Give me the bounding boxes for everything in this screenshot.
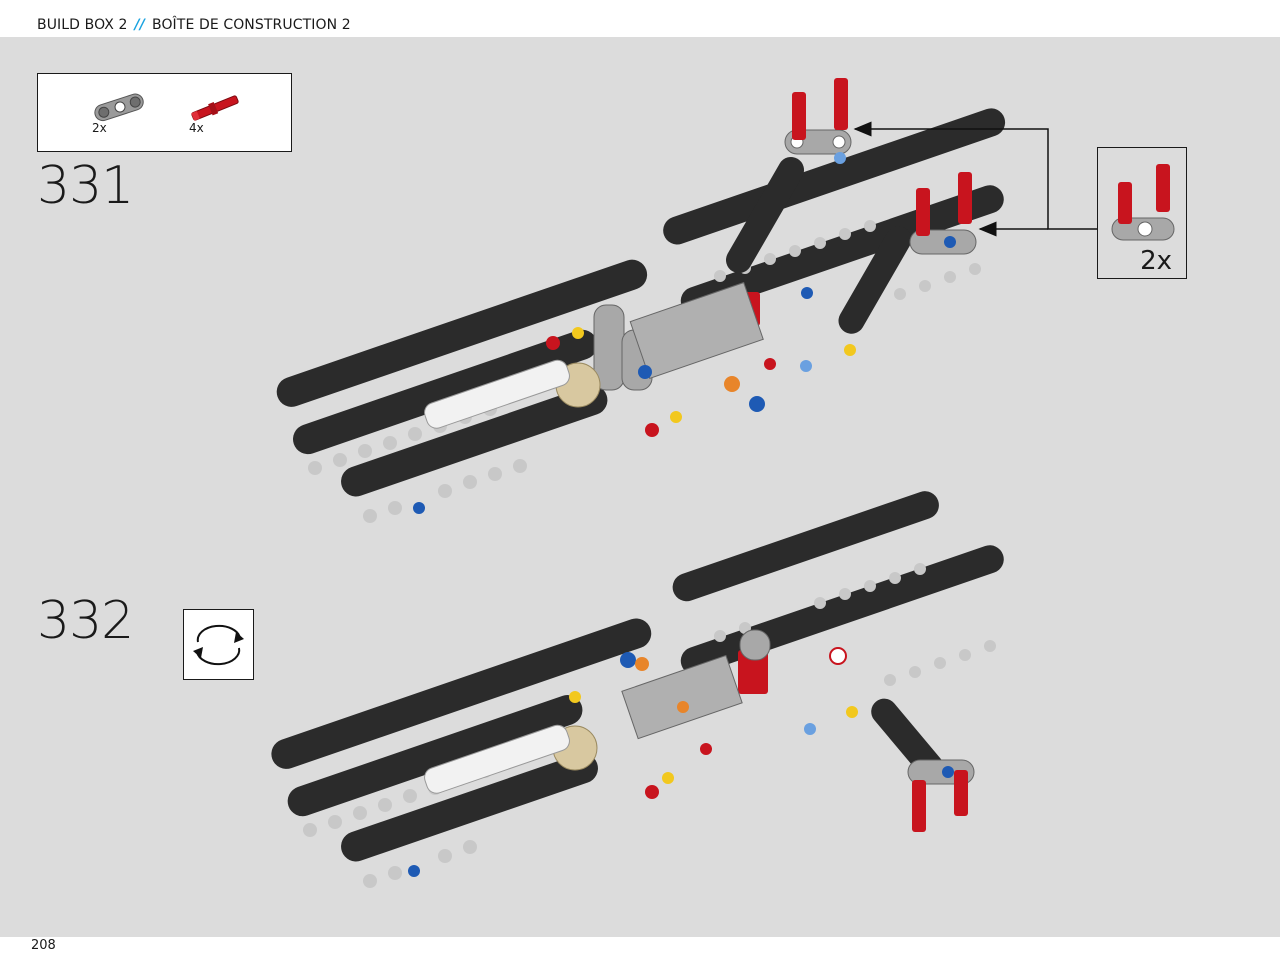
rotate-model-icon — [193, 624, 244, 666]
white-shock-absorber — [424, 359, 570, 429]
rotate-model-box — [183, 609, 254, 680]
white-shock-absorber — [424, 724, 570, 794]
page-header: BUILD BOX 2 // BOÎTE DE CONSTRUCTION 2 — [0, 0, 1280, 37]
red-axle-pin-icon — [191, 95, 239, 121]
header-separator: // — [134, 17, 145, 33]
small-parts — [572, 152, 856, 423]
subassembly-qty: 2x — [1140, 246, 1172, 276]
step-number: 332 — [37, 591, 134, 651]
step-number: 331 — [37, 156, 134, 216]
instruction-canvas — [0, 37, 1280, 937]
header-title-fr: BOÎTE DE CONSTRUCTION 2 — [151, 17, 351, 33]
diagonal-beams — [726, 156, 912, 334]
chassis-beams — [271, 491, 1004, 862]
callout-arrows — [853, 121, 1097, 237]
page-number: 208 — [31, 938, 56, 953]
gray-pin-connector-icon — [94, 93, 144, 122]
part-qty: 4x — [189, 121, 204, 135]
part-qty: 2x — [92, 121, 107, 135]
subassembly-part-icon — [1111, 164, 1175, 241]
header-title-en: BUILD BOX 2 — [37, 17, 128, 33]
gray-frame — [621, 629, 771, 740]
small-parts — [569, 647, 858, 784]
parts-list-box: 2x 4x — [37, 73, 292, 152]
subassembly-callout: 2x — [1097, 147, 1187, 279]
page-footer — [0, 937, 1280, 974]
header-title: BUILD BOX 2 // BOÎTE DE CONSTRUCTION 2 — [37, 17, 351, 33]
red-axle-pins — [645, 650, 968, 832]
